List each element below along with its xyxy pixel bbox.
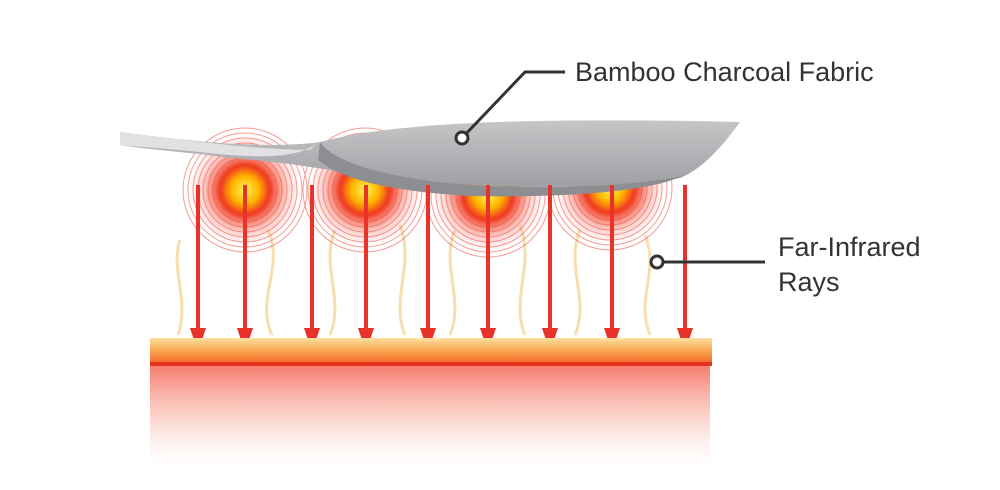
infrared-arrow: [677, 185, 693, 352]
fabric-leader-line: [454, 70, 565, 146]
infrared-arrow: [542, 185, 558, 352]
infrared-arrow: [420, 185, 436, 352]
rays-label-line2: Rays: [778, 267, 840, 297]
fabric-label: Bamboo Charcoal Fabric: [575, 57, 874, 87]
body-tissue: [150, 365, 710, 475]
rays-leader-line: [649, 254, 765, 270]
bamboo-charcoal-fabric: [120, 120, 740, 197]
rays-label-line1: Far-Infrared: [778, 232, 921, 262]
skin-surface: [150, 338, 712, 366]
